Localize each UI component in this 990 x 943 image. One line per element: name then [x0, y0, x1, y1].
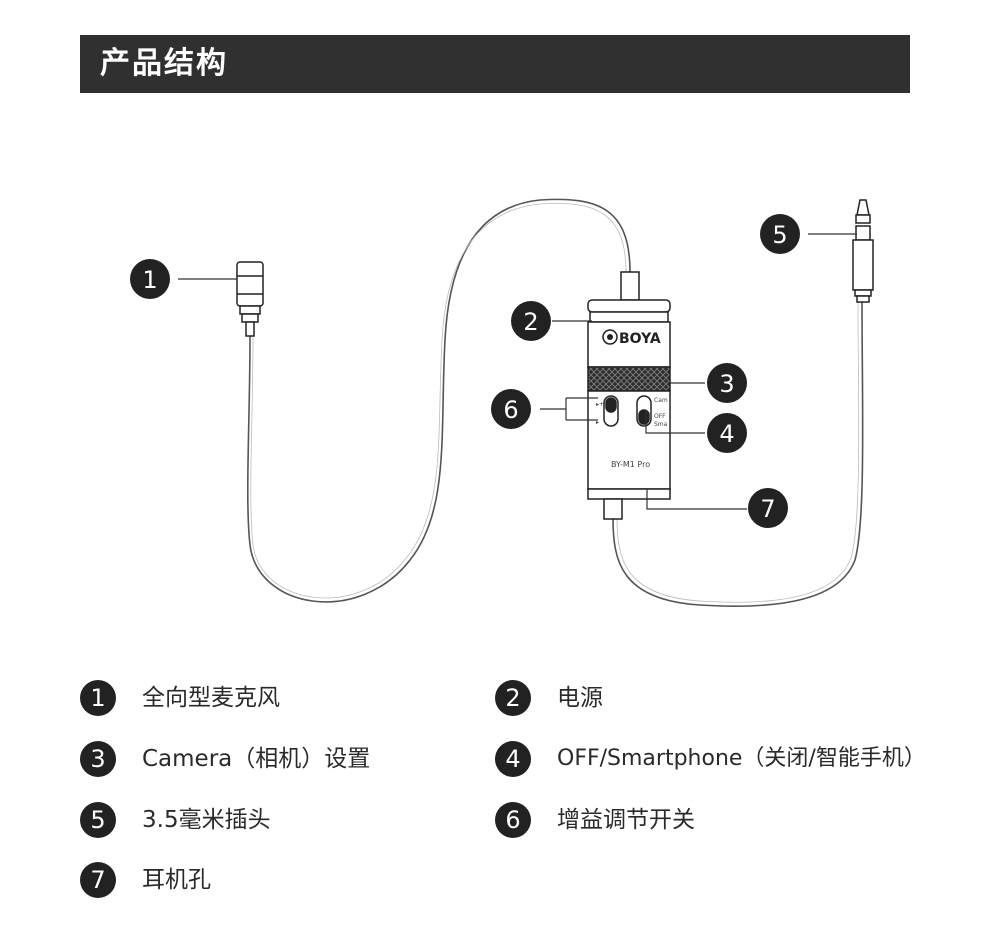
- legend-number: 1: [80, 680, 116, 716]
- callout-7: 7: [748, 488, 788, 528]
- microphone-cable: [246, 198, 631, 603]
- callout-6: 6: [491, 389, 531, 429]
- legend-label: 耳机孔: [142, 867, 211, 893]
- legend-label: OFF/Smartphone（关闭/智能手机）: [557, 746, 926, 771]
- microphone-cable-inner: [250, 203, 627, 599]
- plug-cable: [612, 299, 864, 607]
- off-switch-label: OFF: [654, 413, 666, 420]
- section-title: 产品结构: [100, 46, 228, 81]
- legend-number: 5: [80, 802, 116, 838]
- svg-text:6: 6: [503, 396, 518, 424]
- legend-label: 全向型麦克风: [142, 685, 280, 711]
- callout-1: 1: [130, 259, 170, 299]
- svg-text:2: 2: [523, 308, 538, 336]
- section-header: 产品结构: [80, 35, 910, 93]
- brand-text: BOYA: [619, 331, 661, 347]
- plug-cable-inner: [616, 299, 860, 603]
- legend-label: 3.5毫米插头: [142, 807, 271, 833]
- gain-switch-label: ▸+: [596, 401, 604, 408]
- legend-number: 6: [495, 802, 531, 838]
- leader-lines: [178, 233, 857, 510]
- legend-number: 7: [80, 862, 116, 898]
- legend-label: 增益调节开关: [557, 807, 695, 833]
- callout-3: 3: [707, 363, 747, 403]
- legend-label: Camera（相机）设置: [142, 746, 371, 772]
- model-label: BY-M1 Pro: [611, 460, 650, 469]
- callout-2: 2: [511, 301, 551, 341]
- controller-body: [587, 271, 671, 520]
- callout-5: 5: [760, 214, 800, 254]
- legend-label: 电源: [557, 685, 603, 711]
- legend-number: 4: [495, 741, 531, 777]
- brand-logo: BOYA: [602, 329, 661, 347]
- svg-text:5: 5: [772, 221, 787, 249]
- camera-switch-label: Cam: [654, 397, 668, 404]
- svg-text:3: 3: [719, 370, 734, 398]
- cables: [246, 198, 864, 607]
- smartphone-switch-label: Sma: [654, 421, 668, 428]
- callout-4: 4: [707, 413, 747, 453]
- product-structure-diagram: BOYA ▸+ ▸ Cam OFF Sma BY-M1 Pro 1 2 3 4 …: [130, 198, 874, 607]
- svg-text:7: 7: [760, 495, 775, 523]
- svg-text:1: 1: [142, 266, 157, 294]
- svg-text:4: 4: [719, 420, 734, 448]
- gain-switch-label-low: ▸: [596, 419, 599, 426]
- lavalier-microphone: [236, 261, 264, 337]
- legend-number: 2: [495, 680, 531, 716]
- legend-number: 3: [80, 741, 116, 777]
- 3-5mm-plug: [852, 199, 874, 303]
